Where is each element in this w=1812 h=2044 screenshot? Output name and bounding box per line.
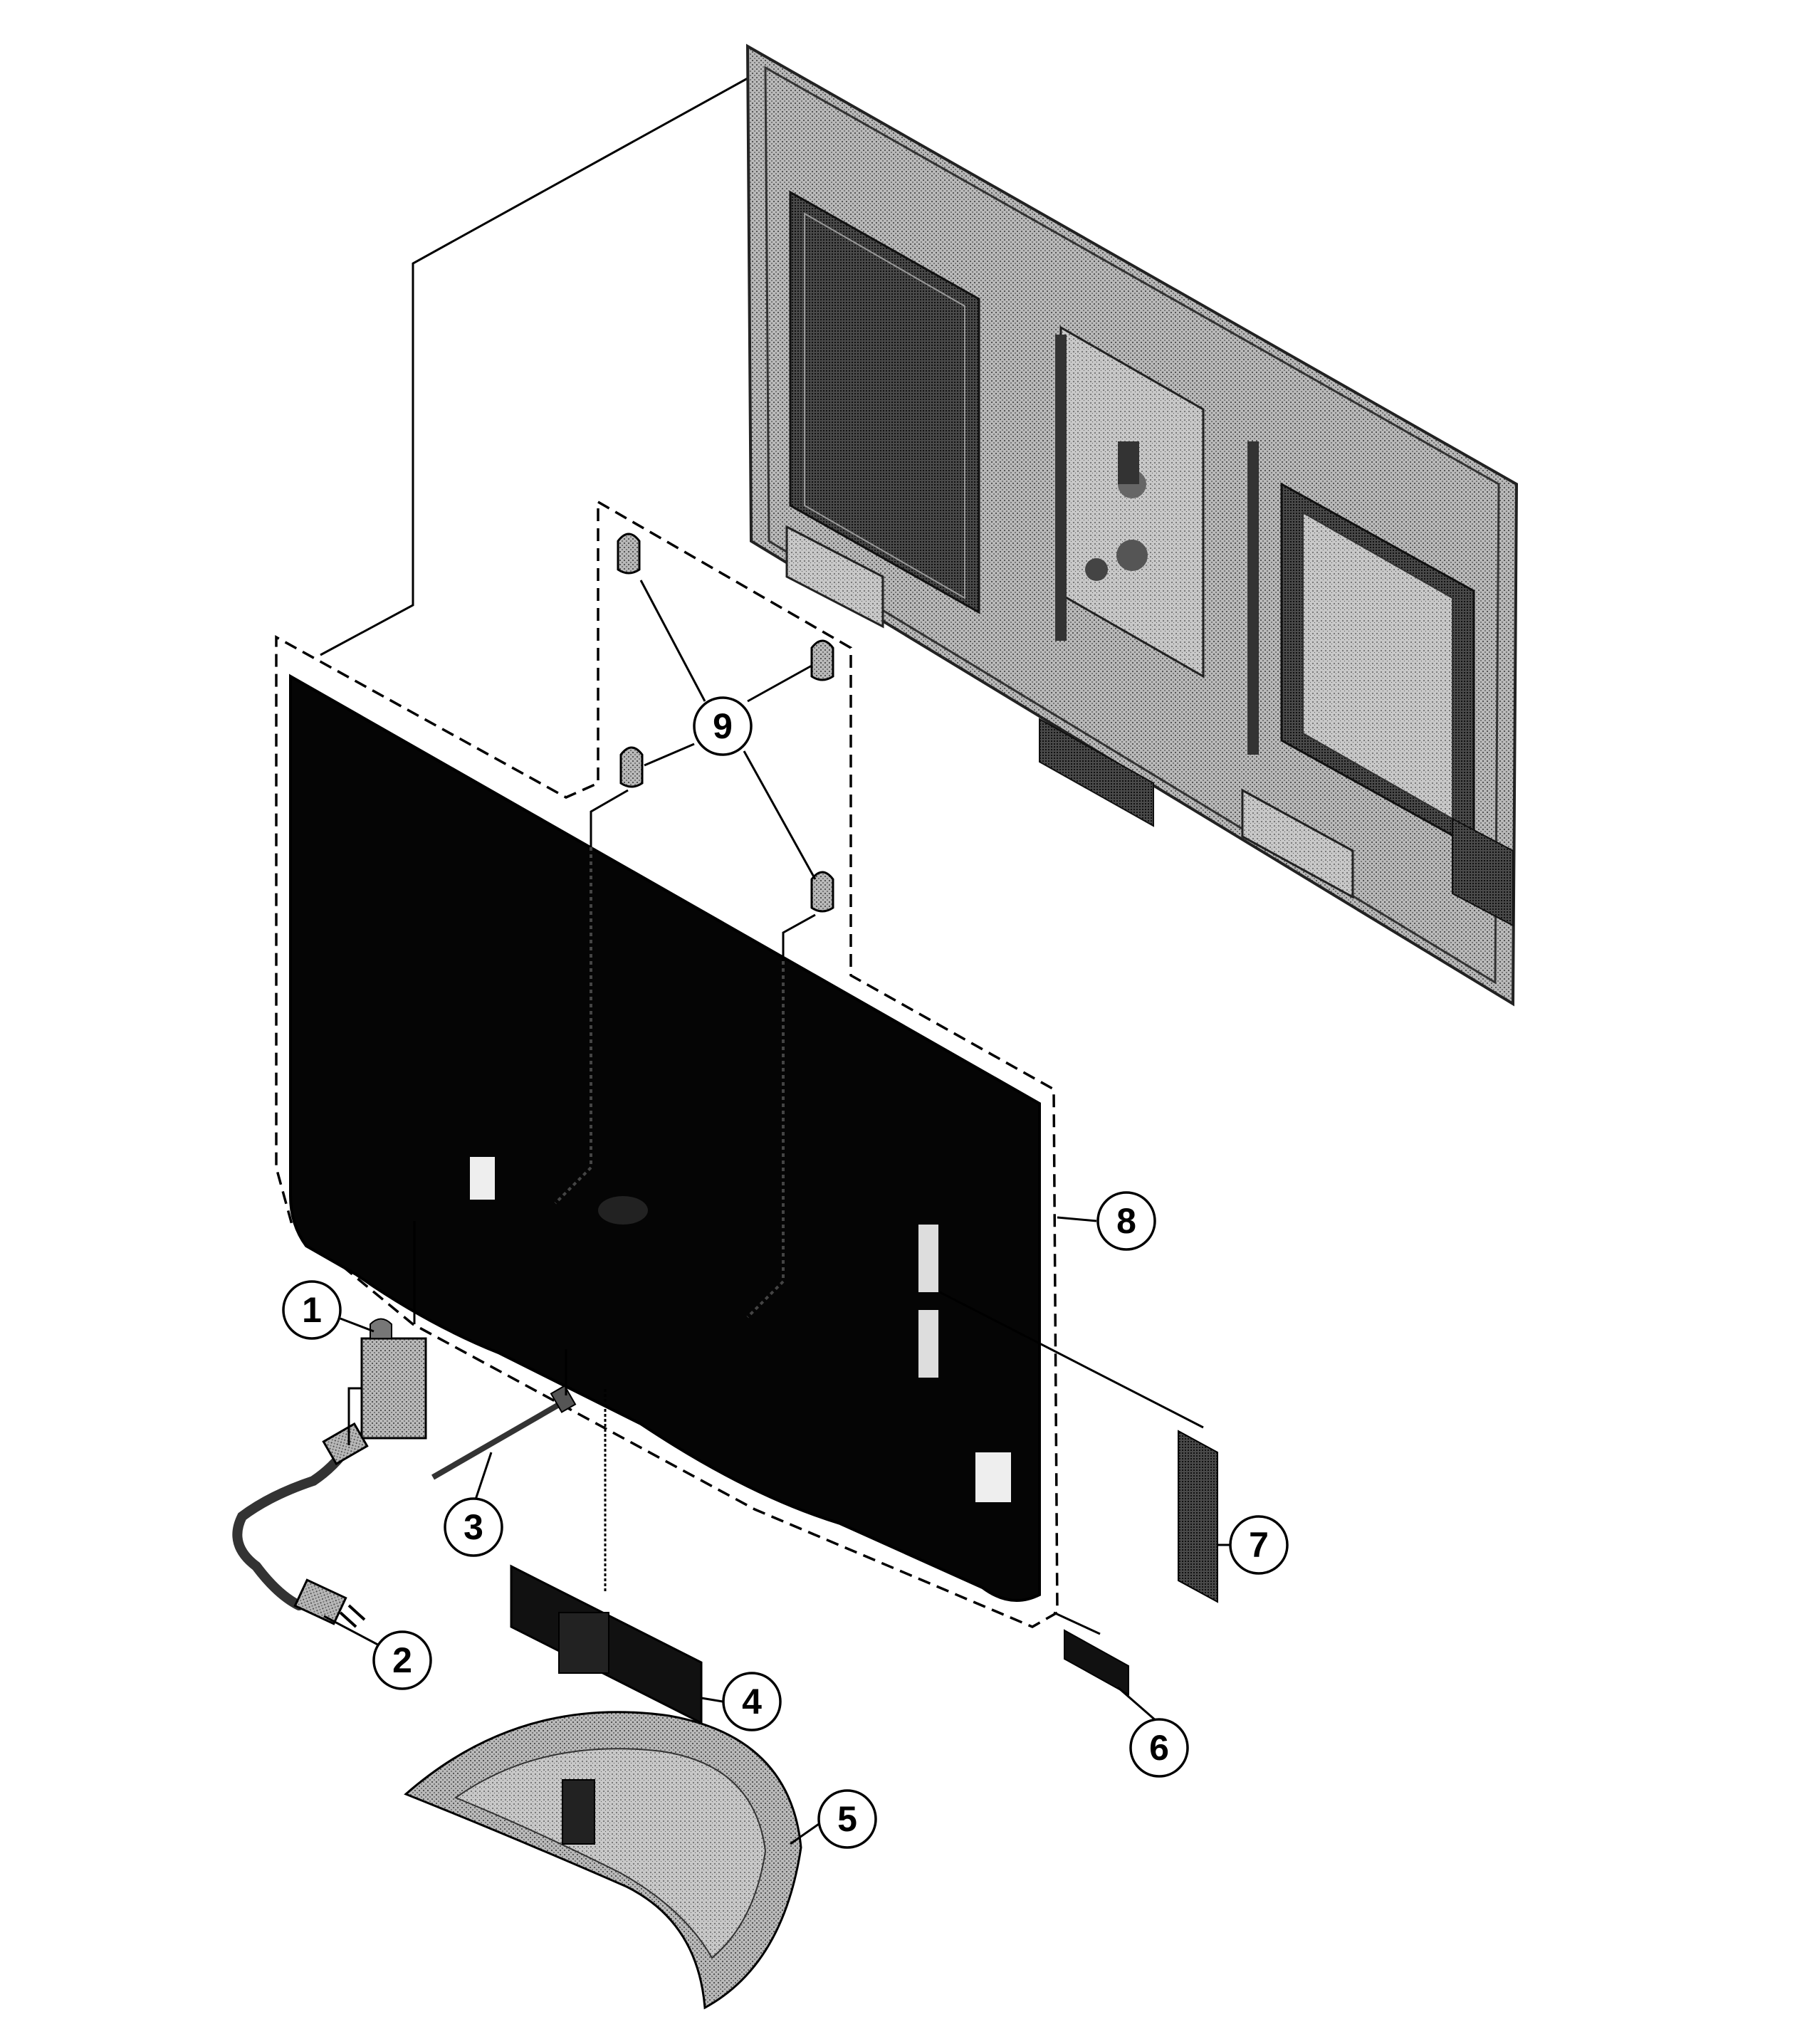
callout-7-label: 7	[1249, 1525, 1269, 1565]
callout-3-label: 3	[464, 1507, 483, 1547]
callout-1: 1	[282, 1280, 342, 1340]
callout-8-label: 8	[1116, 1201, 1136, 1241]
display-panel	[745, 43, 1519, 1007]
callout-6: 6	[1129, 1718, 1189, 1778]
callout-2-label: 2	[392, 1640, 412, 1680]
callout-7: 7	[1229, 1515, 1289, 1575]
callout-4: 4	[722, 1672, 782, 1731]
bracket-group-boundary	[275, 499, 1059, 1628]
wall-bracket-parts	[590, 533, 834, 961]
callout-8: 8	[1096, 1191, 1156, 1251]
callout-2: 2	[372, 1630, 432, 1690]
bracket-mid-left	[619, 746, 644, 788]
screw	[431, 1349, 577, 1480]
stand-base	[404, 1711, 802, 2010]
bracket-top-right	[810, 639, 834, 681]
bracket-top-left	[617, 533, 641, 575]
panel-leader-line	[320, 77, 748, 656]
callout-9-label: 9	[713, 706, 733, 746]
callout-5-label: 5	[837, 1799, 857, 1839]
callout-6-label: 6	[1149, 1728, 1169, 1768]
callout-3: 3	[444, 1497, 503, 1557]
rating-label	[939, 1291, 1218, 1603]
callout-5: 5	[817, 1789, 877, 1849]
callout-1-label: 1	[302, 1290, 322, 1330]
callout-leaders	[323, 1216, 1230, 1845]
bracket-mid-right	[810, 871, 834, 913]
back-cover	[289, 674, 1041, 1602]
serial-label	[1053, 1611, 1129, 1696]
power-module	[360, 1221, 427, 1440]
callout-4-label: 4	[742, 1682, 762, 1721]
power-cord	[232, 1387, 369, 1628]
callout-9: 9	[693, 696, 753, 756]
